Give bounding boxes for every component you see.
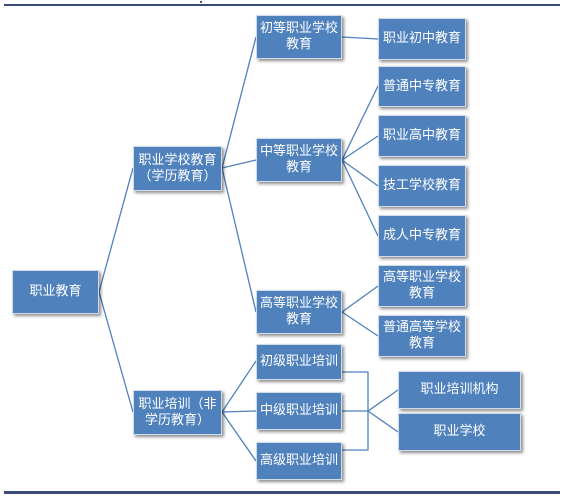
connector-primary-junior (341, 36, 379, 40)
node-training-institution: 职业培训机构 (398, 371, 521, 409)
node-higher-vocational-school-leaf: 高等职业学校教育 (378, 265, 466, 307)
node-middle-training: 中级职业培训 (256, 392, 342, 430)
connector-bracket-school (367, 410, 399, 433)
node-secondary-vocational-school: 中等职业学校教育 (256, 138, 342, 182)
bottom-border (4, 491, 560, 494)
connector-training-primary (221, 360, 257, 413)
connector-root-training (98, 291, 134, 413)
connector-secondary-adult (341, 159, 379, 237)
connector-root-school (98, 167, 134, 293)
node-senior-training: 高级职业培训 (256, 442, 342, 480)
dot-mark (200, 1, 202, 3)
connector-training-senior (221, 411, 257, 462)
connector-bracket-institution (367, 389, 399, 412)
node-vocational-school-education: 职业学校教育（学历教育） (133, 146, 222, 191)
connector-secondary-ordinary (341, 85, 379, 161)
node-vocational-high-school: 职业高中教育 (378, 115, 466, 157)
node-adult-secondary-specialized: 成人中专教育 (378, 215, 466, 257)
node-vocational-junior-education: 职业初中教育 (378, 18, 466, 60)
connector-higher-vocational (341, 285, 379, 313)
node-vocational-education: 职业教育 (12, 270, 99, 314)
node-ordinary-secondary-specialized: 普通中专教育 (378, 66, 466, 107)
node-primary-training: 初级职业培训 (256, 344, 342, 380)
node-primary-vocational-school: 初等职业学校教育 (256, 15, 342, 59)
node-vocational-school: 职业学校 (398, 413, 521, 451)
connector-school-higher (221, 167, 257, 313)
node-technical-school: 技工学校教育 (378, 165, 466, 207)
connector-school-secondary (221, 159, 257, 169)
node-ordinary-higher-school: 普通高等学校教育 (378, 315, 466, 357)
top-border (4, 4, 560, 6)
node-higher-vocational-school: 高等职业学校教育 (256, 290, 342, 334)
node-vocational-training: 职业培训（非学历教育） (133, 390, 222, 435)
connector-secondary-technical (341, 159, 379, 187)
connector-secondary-vocational-high (341, 135, 379, 161)
connector-higher-ordinary (341, 311, 379, 337)
connector-training-middle (221, 410, 257, 413)
connector-school-primary (221, 36, 257, 169)
